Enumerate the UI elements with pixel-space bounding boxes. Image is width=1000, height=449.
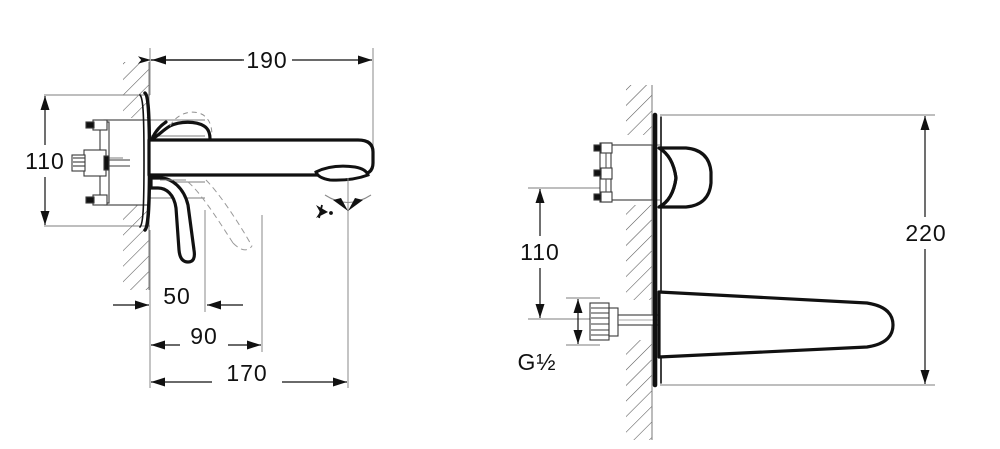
dimension-110-left: 110 — [20, 96, 70, 225]
thread-size-label: G½ — [517, 349, 556, 375]
lever-knuckle-side — [150, 111, 213, 141]
lever-handle-front — [657, 146, 713, 209]
dimension-50: 50 — [113, 283, 243, 310]
spout-body-front — [657, 290, 895, 359]
side-view-group: 190 110 50 90 — [20, 47, 375, 388]
dimension-220: 220 — [898, 116, 954, 384]
dimension-170-label: 170 — [226, 360, 267, 386]
dimension-110-right-label: 110 — [520, 239, 560, 265]
thread-size-callout: G½ — [517, 299, 583, 375]
dimension-190-label: 190 — [246, 47, 287, 73]
dimension-220-label: 220 — [905, 220, 946, 246]
spout-body-side — [147, 138, 375, 182]
lever-handle-side — [149, 176, 253, 264]
extension-lines-side — [44, 48, 374, 388]
wall-section-right — [626, 85, 653, 440]
dimension-110-left-label: 110 — [25, 148, 65, 174]
rough-in-body-side — [71, 119, 150, 206]
dimension-190: 190 — [138, 47, 372, 73]
dimension-50-label: 50 — [163, 283, 191, 309]
front-view-group: 110 G½ 220 — [514, 85, 954, 440]
water-flow-angle-symbol — [316, 178, 372, 238]
wall-section-left — [123, 62, 150, 290]
rough-in-body-front — [593, 142, 653, 203]
dimension-90: 90 — [151, 323, 261, 350]
dimension-110-right: 110 — [514, 189, 566, 318]
dimension-90-label: 90 — [190, 323, 218, 349]
dimension-170: 170 — [151, 360, 347, 387]
